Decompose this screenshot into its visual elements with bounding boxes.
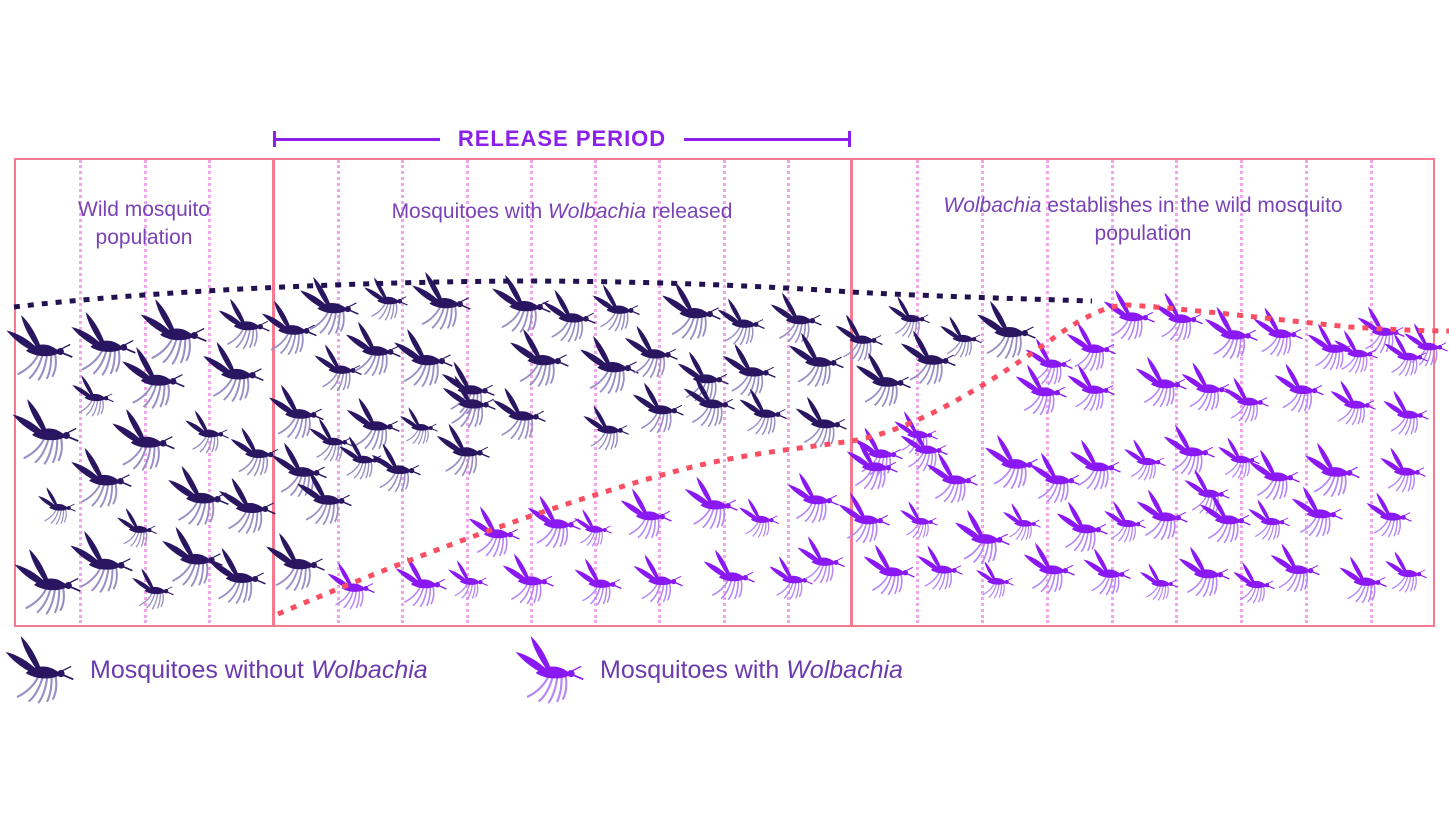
wolbachia-italic-text: Wolbachia: [943, 194, 1042, 217]
gridline: [1175, 160, 1178, 623]
gridline: [723, 160, 726, 623]
wolbachia-italic-text: Wolbachia: [786, 655, 903, 684]
legend-item-with-wolbachia: Mosquitoes with Wolbachia: [512, 632, 903, 708]
gridline: [594, 160, 597, 623]
text-part: Wild mosquito population: [78, 198, 210, 250]
text-part: released: [646, 200, 733, 223]
panel-title-wolbachia-establishes: Wolbachia establishes in the wild mosqui…: [943, 192, 1343, 249]
wolbachia-population-trend-line: [277, 302, 1449, 617]
bracket-right-line: [684, 137, 848, 141]
wild-population-trend-line: [13, 278, 1093, 310]
mosquito-with-wolbachia-icon: [515, 636, 584, 704]
gridline: [787, 160, 790, 623]
mosquito-without-wolbachia-icon: [5, 636, 74, 704]
gridline: [658, 160, 661, 623]
gridline: [337, 160, 340, 623]
release-period-label: RELEASE PERIOD: [457, 126, 667, 151]
wolbachia-italic-text: Wolbachia: [310, 655, 428, 684]
diagram-border-box: [14, 158, 1435, 627]
panel-divider-2: [850, 158, 853, 627]
text-part: Mosquitoes without: [90, 655, 311, 684]
panel-title-wild-population: Wild mosquito population: [34, 196, 254, 253]
text-part: establishes in the wild mosquito populat…: [1041, 194, 1343, 246]
panel-title-wolbachia-released: Mosquitoes with Wolbachia released: [292, 198, 832, 226]
gridline: [1370, 160, 1373, 623]
gridline: [401, 160, 404, 623]
gridline: [981, 160, 984, 623]
bracket-left-line: [276, 137, 440, 141]
text-part: Mosquitoes with: [391, 200, 548, 223]
panel-divider-1: [272, 158, 275, 627]
release-period-bracket: RELEASE PERIOD: [273, 126, 851, 152]
gridline: [530, 160, 533, 623]
text-part: Mosquitoes with: [600, 655, 787, 684]
wolbachia-italic-text: Wolbachia: [547, 200, 647, 223]
gridline: [208, 160, 211, 623]
bracket-right-tick: [848, 131, 851, 147]
bracket-left-tick: [273, 131, 276, 147]
gridline: [916, 160, 919, 623]
legend-label-without-wolbachia: Mosquitoes without Wolbachia: [90, 656, 428, 685]
legend-label-with-wolbachia: Mosquitoes with Wolbachia: [600, 656, 903, 685]
legend-item-without-wolbachia: Mosquitoes without Wolbachia: [2, 632, 428, 708]
